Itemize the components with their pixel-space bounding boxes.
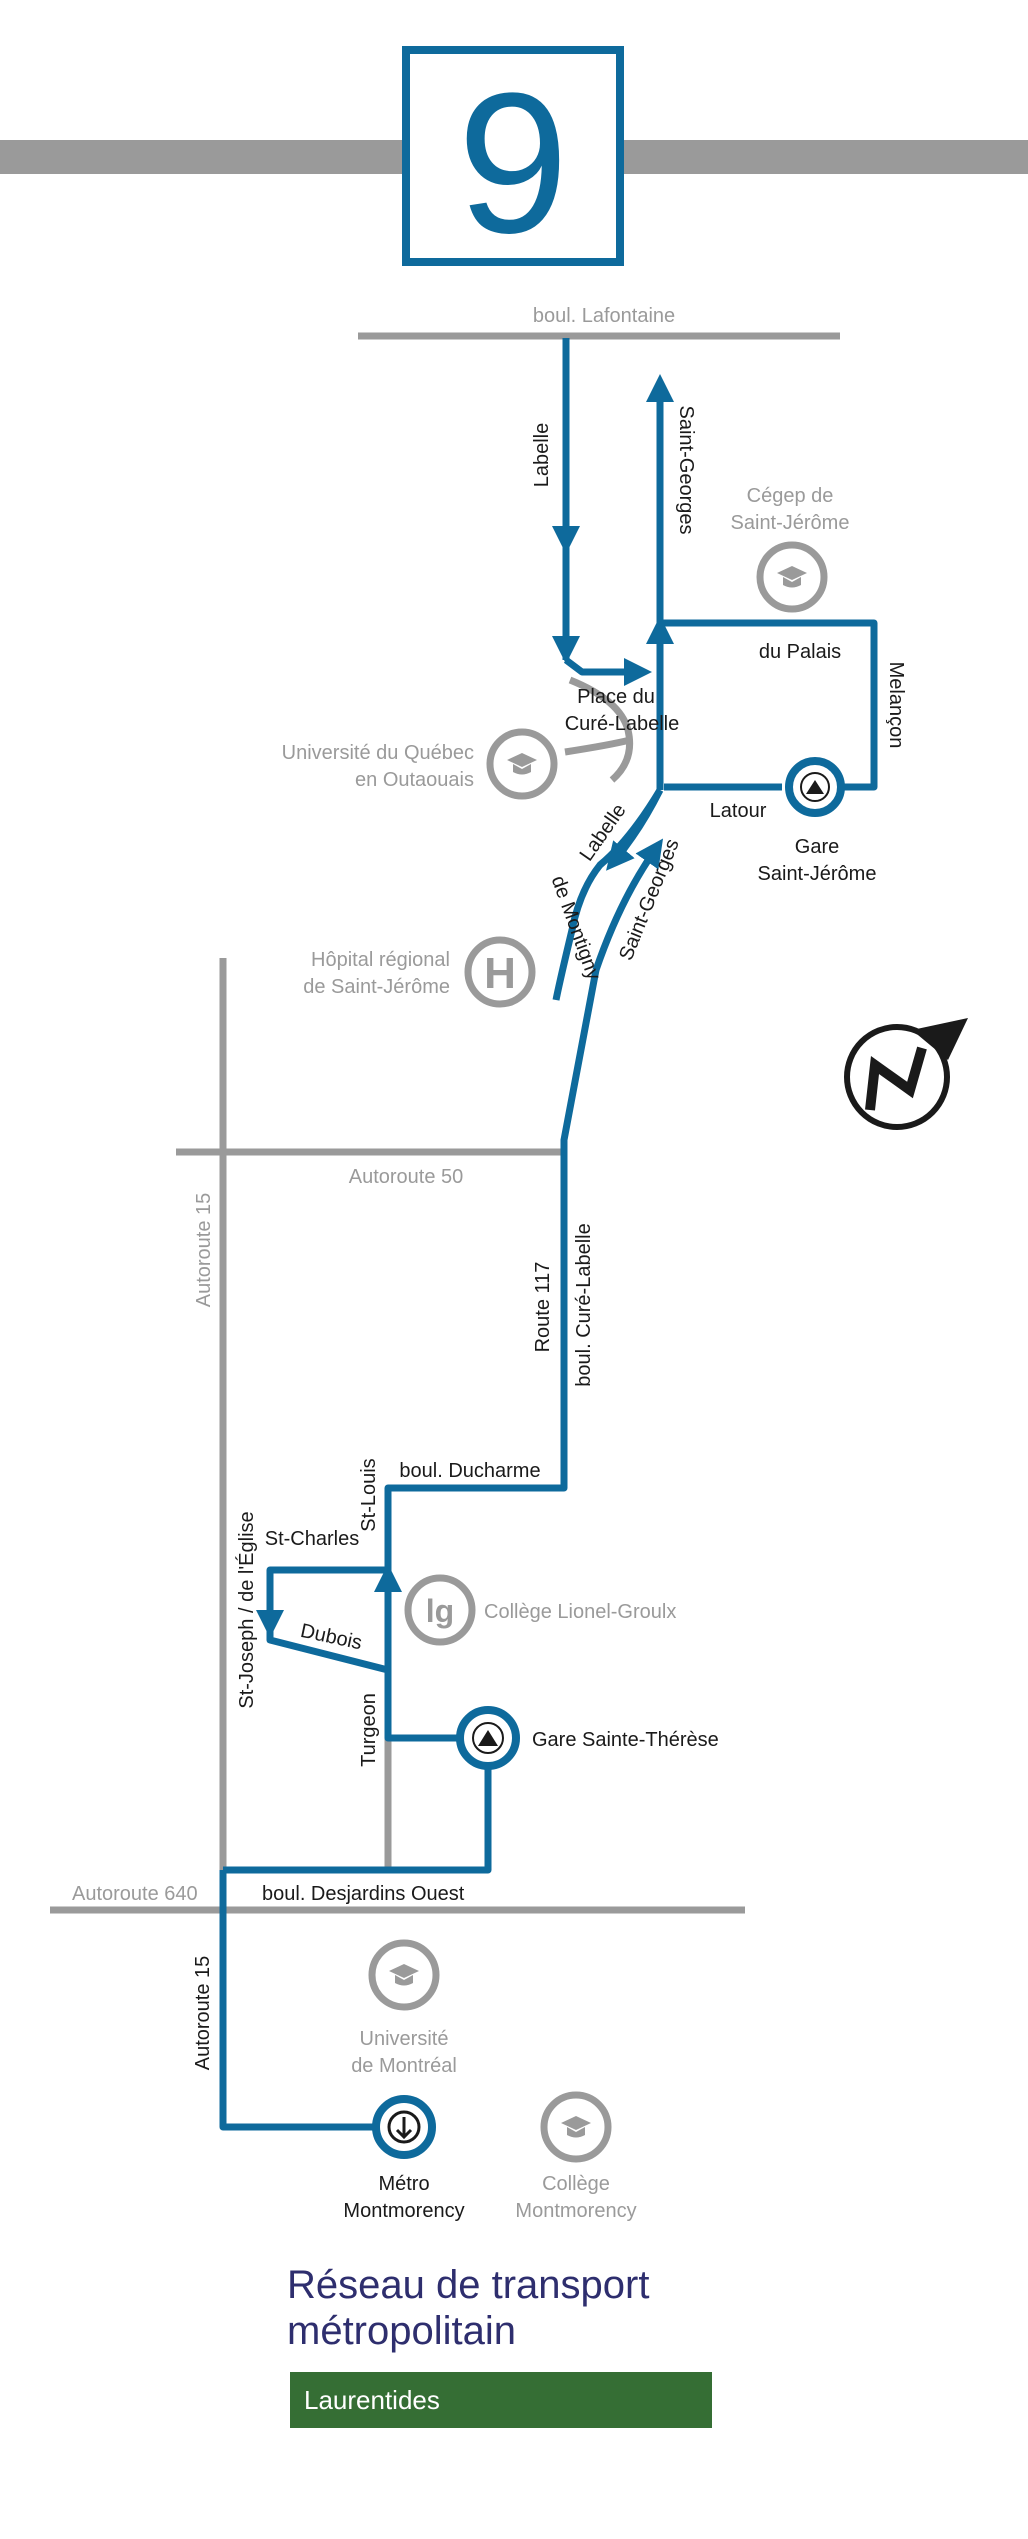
label-route-117: Route 117 bbox=[532, 1262, 554, 1353]
label-de-montigny: de Montigny bbox=[547, 873, 605, 983]
label-gare-sj-1: Gare bbox=[795, 836, 839, 858]
label-autoroute-15-top: Autoroute 15 bbox=[193, 1193, 215, 1308]
route-st-charles bbox=[256, 1566, 388, 1638]
route-117 bbox=[384, 969, 600, 1570]
hospital-landmark: H bbox=[464, 936, 536, 1008]
route-number-box bbox=[402, 46, 624, 266]
station-metro-montmorency[interactable] bbox=[372, 2095, 436, 2159]
label-st-louis: St-Louis bbox=[358, 1458, 380, 1531]
cegep-landmark bbox=[756, 541, 828, 613]
label-udem-1: Université bbox=[360, 2028, 449, 2050]
label-cegep-2: Saint-Jérôme bbox=[731, 512, 850, 534]
label-autoroute-640: Autoroute 640 bbox=[72, 1883, 198, 1905]
label-metro-2: Montmorency bbox=[343, 2200, 464, 2222]
label-ducharme: boul. Ducharme bbox=[399, 1460, 540, 1482]
roads-layer bbox=[50, 332, 840, 1914]
label-st-charles: St-Charles bbox=[265, 1528, 359, 1550]
label-du-palais: du Palais bbox=[759, 641, 841, 663]
route-place-east bbox=[563, 657, 652, 686]
label-college-mont-2: Montmorency bbox=[515, 2200, 636, 2222]
region-band: Laurentides bbox=[290, 2372, 712, 2428]
label-cure-labelle: boul. Curé-Labelle bbox=[573, 1223, 595, 1386]
label-hopital-2: de Saint-Jérôme bbox=[303, 976, 450, 998]
metro-icon bbox=[387, 2110, 421, 2144]
route-dubois bbox=[266, 1628, 389, 1674]
north-arrow-icon bbox=[844, 1018, 968, 1130]
route-number: 9 bbox=[457, 52, 568, 275]
label-latour: Latour bbox=[710, 800, 767, 822]
college-montmorency-landmark bbox=[540, 2091, 612, 2163]
label-college-lionel: Collège Lionel-Groulx bbox=[484, 1601, 676, 1623]
uqo-landmark bbox=[486, 728, 558, 800]
road-uqo-connector bbox=[564, 736, 631, 756]
label-metro-1: Métro bbox=[378, 2173, 429, 2195]
label-lafontaine: boul. Lafontaine bbox=[533, 305, 675, 327]
route-gare-st-south bbox=[223, 1764, 492, 1874]
label-gare-st: Gare Sainte-Thérèse bbox=[532, 1729, 719, 1751]
label-college-mont-1: Collège bbox=[542, 2173, 610, 2195]
road-place-curve bbox=[568, 676, 634, 783]
station-gare-sainte-therese[interactable] bbox=[456, 1706, 520, 1770]
label-turgeon: Turgeon bbox=[358, 1693, 380, 1767]
station-gare-saint-jerome[interactable] bbox=[785, 757, 845, 817]
label-st-joseph: St-Joseph / de l'Église bbox=[235, 1511, 258, 1708]
network-title-line2: métropolitain bbox=[287, 2309, 517, 2353]
hospital-h-icon: H bbox=[484, 949, 516, 998]
route-du-palais-loop bbox=[660, 619, 878, 791]
college-lionel-landmark: lg bbox=[404, 1574, 476, 1646]
route-saint-georges-diag bbox=[592, 838, 664, 972]
route-turgeon-to-gare bbox=[384, 1570, 462, 1742]
label-place-line1: Place du bbox=[577, 686, 655, 708]
network-title: Réseau de transport métropolitain bbox=[287, 2262, 649, 2354]
label-autoroute-15-bottom: Autoroute 15 bbox=[192, 1956, 214, 2071]
route-de-montigny bbox=[552, 788, 664, 1001]
label-hopital-1: Hôpital régional bbox=[311, 949, 450, 971]
label-uqo-2: en Outaouais bbox=[355, 769, 474, 791]
label-autoroute-50: Autoroute 50 bbox=[349, 1166, 464, 1188]
train-icon bbox=[800, 772, 830, 802]
route-autoroute-15-south bbox=[219, 1870, 378, 2131]
udem-landmark bbox=[368, 1939, 440, 2011]
label-gare-sj-2: Saint-Jérôme bbox=[758, 863, 877, 885]
college-logo-icon: lg bbox=[426, 1593, 454, 1629]
label-uqo-1: Université du Québec bbox=[282, 742, 474, 764]
label-melancon: Melançon bbox=[885, 662, 907, 749]
label-udem-2: de Montréal bbox=[351, 2055, 457, 2077]
label-saint-georges-top: Saint-Georges bbox=[675, 406, 697, 535]
label-cegep-1: Cégep de bbox=[747, 485, 834, 507]
label-desjardins: boul. Desjardins Ouest bbox=[262, 1883, 465, 1905]
bus-route bbox=[219, 338, 878, 2131]
label-labelle-top: Labelle bbox=[531, 423, 553, 488]
network-title-line1: Réseau de transport bbox=[287, 2263, 650, 2307]
train-icon bbox=[472, 1722, 504, 1754]
label-place-line2: Curé-Labelle bbox=[565, 713, 680, 735]
